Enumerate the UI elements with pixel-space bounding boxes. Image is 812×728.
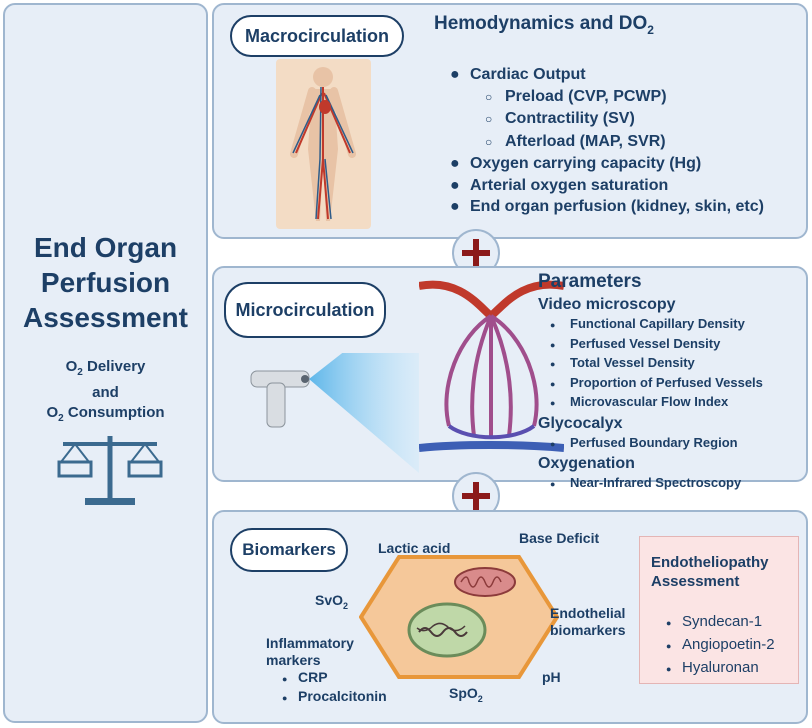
list-item: ●Hyaluronan bbox=[666, 659, 759, 676]
endotheliopathy-list: ●Syndecan-1 ●Angiopoetin-2 ●Hyaluronan bbox=[666, 611, 775, 680]
section-heading: Oxygenation bbox=[538, 455, 635, 472]
list-item: ○Preload (CVP, PCWP) bbox=[485, 87, 667, 105]
o2-delivery: O2 Delivery bbox=[65, 358, 146, 378]
list-item: ○Contractility (SV) bbox=[485, 110, 635, 127]
endothelial-cell-icon bbox=[359, 555, 559, 679]
list-item: ○Afterload (MAP, SVR) bbox=[485, 132, 666, 150]
endotheliopathy-box: Endotheliopathy Assessment ●Syndecan-1 ●… bbox=[639, 536, 799, 684]
section-heading: Glycocalyx bbox=[538, 414, 623, 432]
biomarkers-pill: Biomarkers bbox=[230, 528, 348, 572]
macro-bullets: ●Cardiac Output ○Preload (CVP, PCWP) ○Co… bbox=[450, 64, 764, 218]
list-item: ●Perfused Boundary Region bbox=[550, 434, 738, 450]
list-item: ●Functional Capillary Density bbox=[550, 316, 745, 331]
spo2-label: SpO2 bbox=[449, 685, 483, 704]
capillary-network-icon bbox=[419, 280, 564, 452]
micro-sections: Video microscopy ●Functional Capillary D… bbox=[538, 294, 763, 494]
macro-pill: Macrocirculation bbox=[230, 15, 404, 57]
list-item: ●End organ perfusion (kidney, skin, etc) bbox=[450, 198, 764, 215]
o2-text: O2 Delivery and O2 Consumption bbox=[5, 357, 206, 429]
list-item: ●Near-Infrared Spectroscopy bbox=[550, 475, 742, 490]
macro-panel: Macrocirculation Hemodynamics and DO2 ●C… bbox=[212, 3, 808, 239]
list-item: ●Cardiac Output bbox=[450, 66, 586, 83]
scale-icon bbox=[57, 436, 163, 505]
list-item: ●Oxygen carrying capacity (Hg) bbox=[450, 155, 702, 172]
and-word: and bbox=[92, 384, 119, 401]
micro-panel: Microcirculation Parameters Video micros… bbox=[212, 266, 808, 490]
o2-consumption: O2 Consumption bbox=[46, 404, 165, 424]
main-title: End Organ Perfusion Assessment bbox=[23, 232, 188, 333]
list-item: ●Procalcitonin bbox=[282, 688, 387, 704]
list-item: ●Microvascular Flow Index bbox=[550, 394, 729, 409]
endotheliopathy-title: Endotheliopathy Assessment bbox=[651, 554, 769, 590]
micro-pill: Microcirculation bbox=[224, 282, 386, 338]
section-heading: Video microscopy bbox=[538, 296, 676, 313]
list-item: ●Total Vessel Density bbox=[550, 355, 695, 370]
base-deficit-label: Base Deficit bbox=[519, 530, 600, 546]
biomarkers-panel: Biomarkers Lactic acid Base Deficit SvO2… bbox=[212, 510, 808, 724]
ph-label: pH bbox=[542, 669, 561, 685]
list-item: ●CRP bbox=[282, 669, 328, 685]
video-microscope-icon bbox=[250, 353, 419, 473]
list-item: ●Angiopoetin-2 bbox=[666, 636, 775, 653]
endothelial-biomarkers-label: Endothelial biomarkers bbox=[550, 605, 626, 638]
inflammatory-markers-label: Inflammatory markers ●CRP ●Procalcitonin bbox=[266, 635, 387, 707]
list-item: ●Proportion of Perfused Vessels bbox=[550, 374, 763, 390]
list-item: ●Arterial oxygen saturation bbox=[450, 176, 669, 194]
parameters-heading: Parameters bbox=[538, 271, 642, 292]
svo2-label: SvO2 bbox=[315, 592, 349, 611]
list-item: ●Perfused Vessel Density bbox=[550, 335, 721, 351]
list-item: ●Syndecan-1 bbox=[666, 613, 763, 630]
left-panel: End Organ Perfusion Assessment O2 Delive… bbox=[3, 3, 208, 723]
circulatory-system-body-icon bbox=[276, 59, 371, 229]
macro-heading: Hemodynamics and DO2 bbox=[434, 13, 654, 37]
lactic-acid-label: Lactic acid bbox=[378, 540, 451, 556]
